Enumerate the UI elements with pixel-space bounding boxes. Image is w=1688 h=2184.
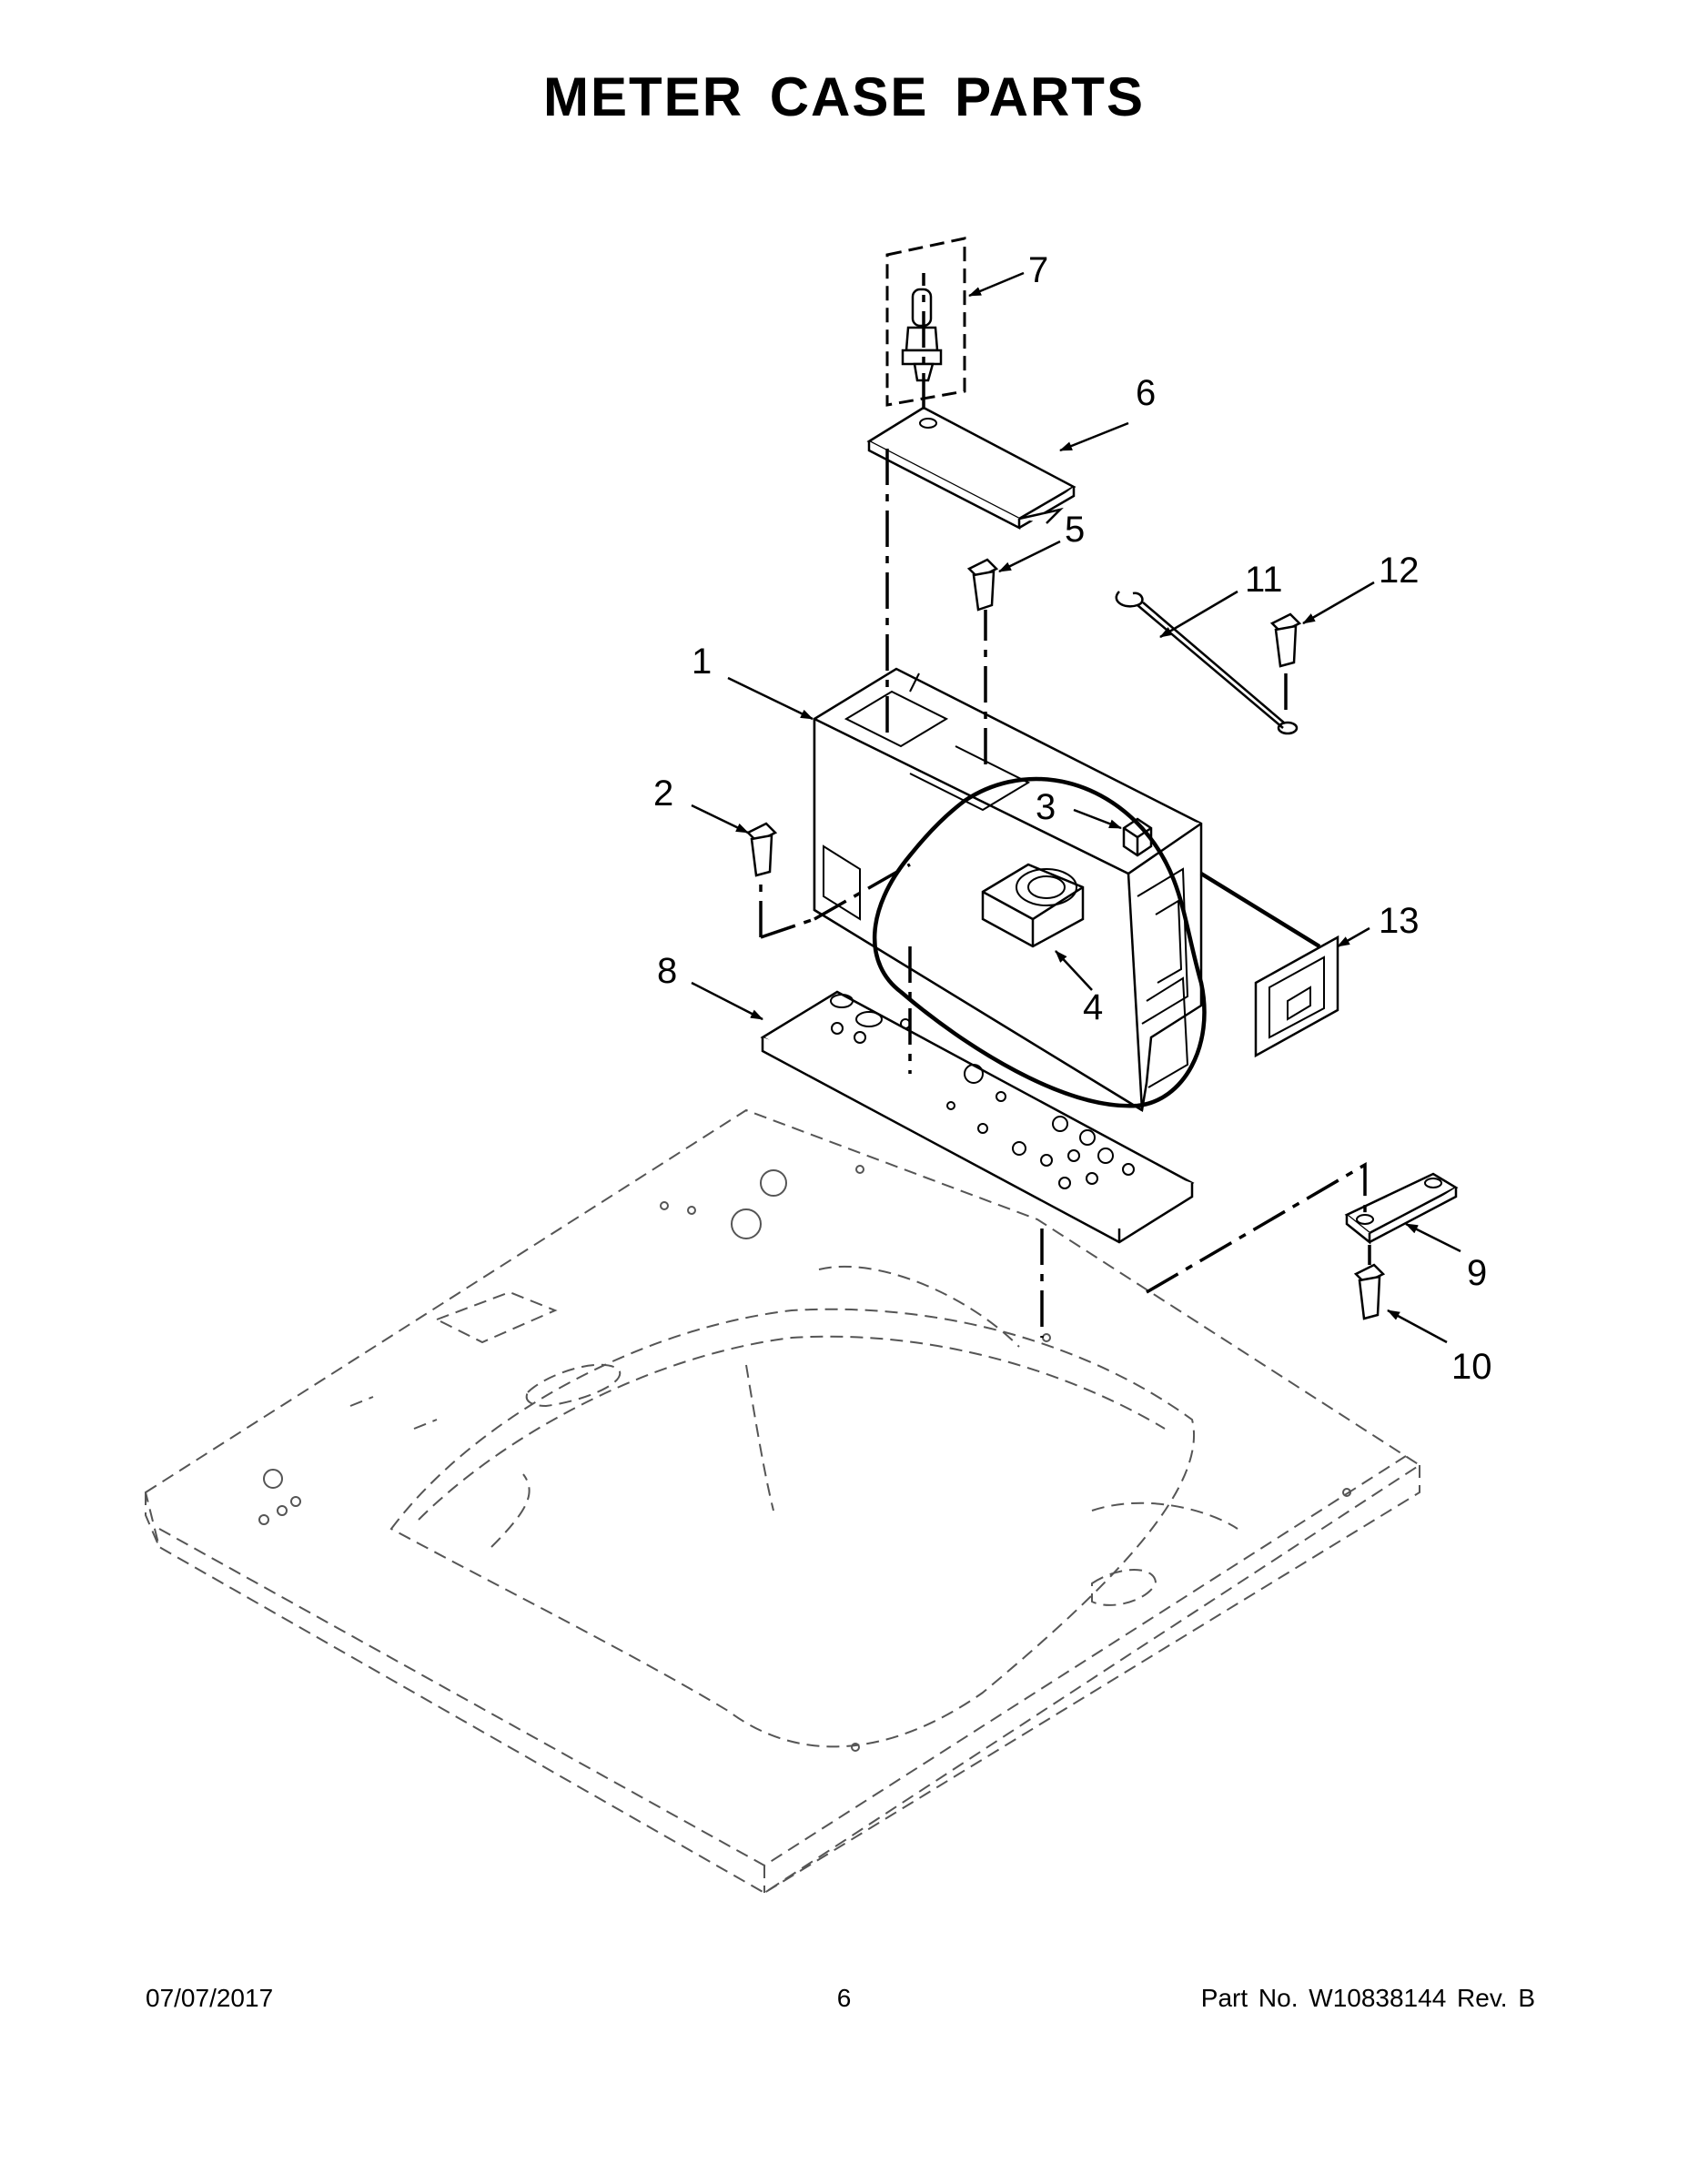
- callout-13: 13: [1379, 901, 1420, 941]
- callout-8: 8: [657, 951, 677, 991]
- footer-part-number: Part No. W10838144 Rev. B: [1200, 1984, 1535, 2012]
- cabinet-top-outline: [144, 1108, 1421, 1895]
- part-9-bracket: [1344, 1172, 1459, 1245]
- page-title: METER CASE PARTS: [543, 66, 1145, 127]
- callout-leaders: [691, 271, 1461, 1344]
- part-10-screw: [1353, 1263, 1386, 1320]
- callout-5: 5: [1065, 510, 1085, 550]
- callout-2: 2: [653, 774, 673, 814]
- callout-9: 9: [1467, 1253, 1487, 1293]
- footer-date: 07/07/2017: [146, 1984, 274, 2012]
- callout-11: 11: [1245, 560, 1283, 600]
- part-8-mounting-plate: [760, 990, 1195, 1244]
- callout-10: 10: [1451, 1347, 1492, 1387]
- callout-4: 4: [1083, 987, 1103, 1027]
- cabinet-top-holes: [258, 1165, 1351, 1752]
- callout-12: 12: [1379, 551, 1420, 591]
- callout-7: 7: [1028, 250, 1048, 290]
- part-11-ground-wire: [1115, 591, 1299, 735]
- callout-1: 1: [692, 642, 712, 682]
- wire-harness: [873, 776, 1321, 1108]
- callout-6: 6: [1136, 373, 1156, 413]
- part-6-cover-plate: [866, 406, 1076, 531]
- footer-page-number: 6: [836, 1984, 852, 2012]
- part-2-screw: [745, 822, 778, 877]
- part-5-screw: [966, 558, 999, 612]
- part-13-plate: [1254, 935, 1339, 1058]
- part-4-housing-bracket: [981, 863, 1085, 948]
- callout-3: 3: [1036, 787, 1056, 827]
- part-12-screw: [1269, 612, 1302, 668]
- assembly-lines: [759, 273, 1371, 1338]
- part-7-key-switch: [885, 237, 966, 407]
